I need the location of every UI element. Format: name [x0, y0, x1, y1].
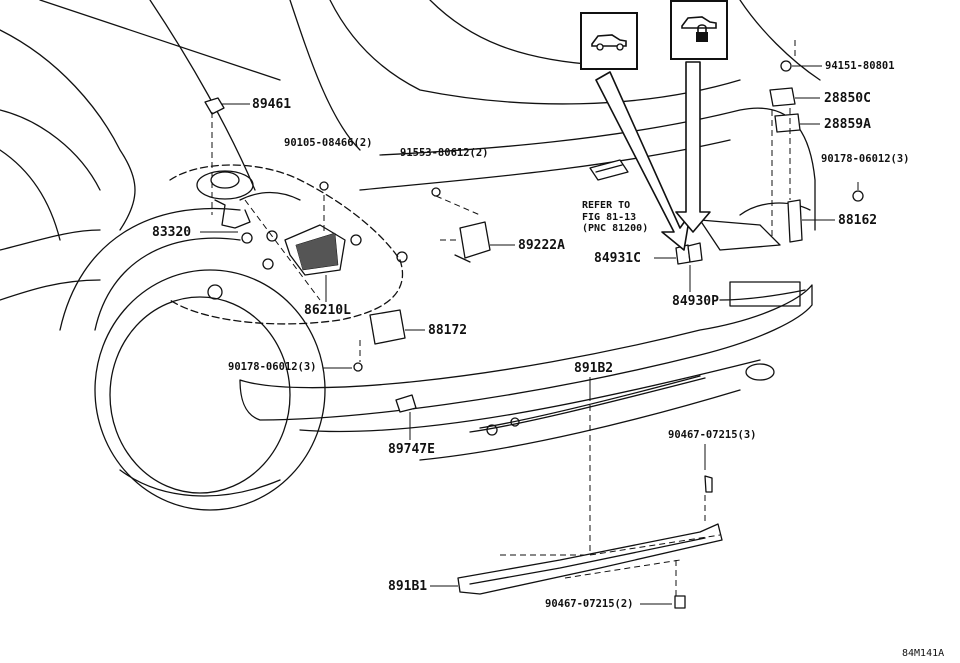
vehicle-side-icon-graphic — [591, 34, 627, 51]
part-label-90467-07215-3: 90467-07215(3) — [668, 429, 757, 441]
part-label-89747E: 89747E — [388, 442, 435, 457]
part-label-90178-06012-right: 90178-06012(3) — [821, 153, 910, 165]
part-label-28850C: 28850C — [824, 91, 871, 106]
reference-line-1: REFER TO — [582, 200, 631, 211]
part-label-84931C: 84931C — [594, 251, 641, 266]
reference-line-2: FIG 81-13 — [582, 211, 637, 223]
part-label-88172: 88172 — [428, 323, 468, 338]
reference-note: REFER TO FIG 81-13 (PNC 81200) — [582, 200, 648, 235]
vehicle-lock-icon-graphic — [681, 16, 717, 42]
part-label-90178-06012-left: 90178-06012(3) — [228, 361, 317, 373]
part-label-89222A: 89222A — [518, 238, 565, 253]
part-label-90467-07215-2: 90467-07215(2) — [545, 598, 634, 610]
part-label-89461: 89461 — [252, 97, 292, 112]
part-label-28859A: 28859A — [824, 117, 871, 132]
part-label-84930P: 84930P — [672, 294, 719, 309]
rear-window-edge — [39, 0, 281, 81]
vehicle-lock-icon — [670, 0, 728, 60]
part-label-86210L: 86210L — [304, 303, 351, 318]
part-label-83320: 83320 — [152, 225, 192, 240]
reference-line-3: (PNC 81200) — [582, 223, 649, 234]
part-label-891B1: 891B1 — [388, 579, 428, 594]
diagram-code: 84M141A — [902, 648, 945, 659]
part-label-891B2: 891B2 — [574, 361, 614, 376]
part-label-90105-08466: 90105-08466(2) — [284, 137, 373, 149]
part-label-88162: 88162 — [838, 213, 878, 228]
vehicle-side-icon — [580, 12, 638, 70]
part-label-91553-80612: 91553-80612(2) — [400, 147, 489, 159]
part-label-94151-80801: 94151-80801 — [825, 60, 895, 72]
